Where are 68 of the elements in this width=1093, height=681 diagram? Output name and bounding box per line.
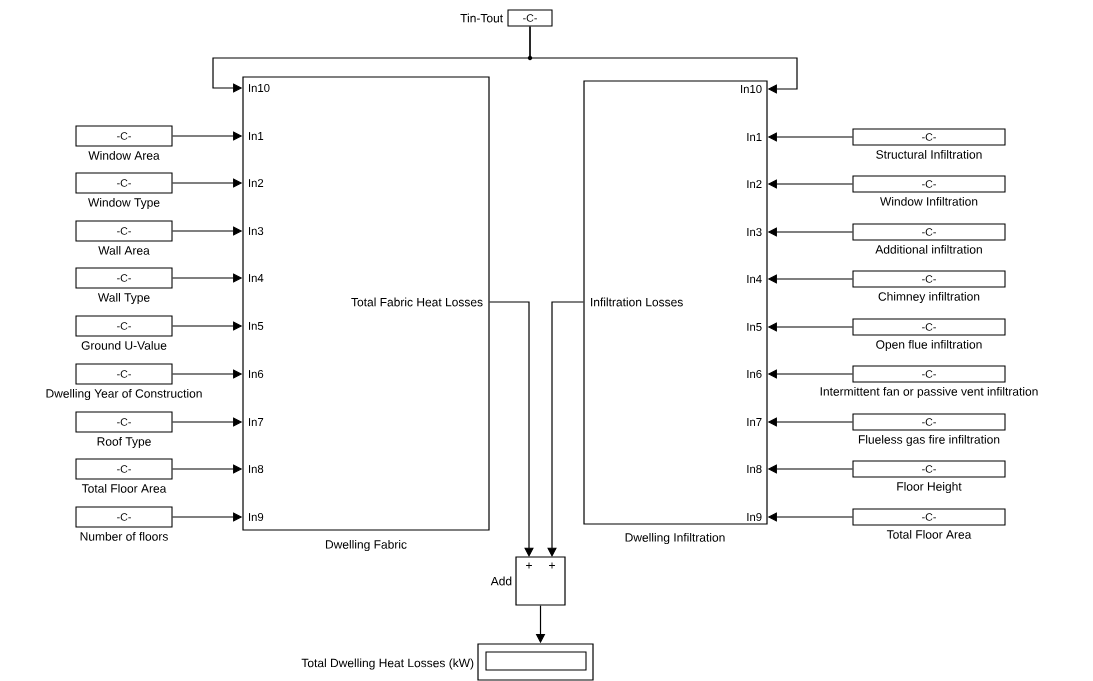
port-label: In3	[249, 227, 264, 235]
port-label: In2	[249, 179, 264, 187]
constant-block: -C-	[75, 220, 173, 242]
port-label: In2	[747, 180, 762, 188]
port-label: In8	[249, 465, 264, 473]
block-label: Total Dwelling Heat Losses (kW)	[301, 658, 474, 670]
block-label: Dwelling Fabric	[326, 539, 407, 552]
port-label: In8	[747, 465, 762, 473]
port-label: In3	[747, 228, 762, 236]
port-label: In9	[747, 513, 762, 521]
signal-line	[529, 25, 798, 94]
constant-block: -C-	[852, 413, 1006, 431]
block-label: Add	[490, 576, 512, 586]
constant-block: -C-	[75, 125, 173, 147]
block-label: Dwelling Year of Construction	[46, 388, 202, 401]
block-label: Open flue infiltration	[876, 339, 982, 352]
block-label: Window Area	[88, 150, 160, 160]
block-label: Tin-Tout	[460, 13, 503, 23]
constant-block: -C-	[75, 506, 173, 528]
block-label: Total Floor Area	[886, 529, 972, 539]
port-label: In6	[249, 370, 264, 378]
port-label: Total Fabric Heat Losses	[351, 297, 483, 307]
constant-block: -C-	[852, 270, 1006, 288]
port-label: In9	[249, 513, 264, 521]
constant-block: -C-	[852, 175, 1006, 193]
constant-block: -C-	[75, 267, 173, 289]
block-label: Wall Area	[98, 245, 150, 255]
block-label: Wall Type	[97, 292, 150, 305]
constant-block: -C-	[507, 9, 553, 27]
port-label: In4	[747, 275, 762, 283]
port-label: In5	[249, 322, 264, 330]
block-label: Floor Height	[897, 481, 962, 494]
constant-block: -C-	[852, 128, 1006, 146]
constant-block: -C-	[852, 223, 1006, 241]
port-label: In10	[249, 84, 270, 92]
block-label: Intermittent fan or passive vent infiltration	[820, 386, 1038, 399]
port-label: In1	[747, 133, 762, 141]
constant-block: -C-	[75, 172, 173, 194]
block-label: Number of floors	[80, 531, 168, 541]
port-label: Infiltration Losses	[591, 297, 683, 307]
block-label: Total Floor Area	[81, 483, 167, 493]
block-label: Dwelling Infiltration	[625, 532, 725, 545]
port-label: In10	[741, 85, 762, 93]
constant-block: -C-	[75, 411, 173, 433]
block-label: Roof Type	[97, 436, 151, 449]
constant-block: -C-	[852, 460, 1006, 478]
constant-block: -C-	[852, 318, 1006, 336]
block-label: Additional infiltration	[875, 244, 982, 254]
block-label: Structural Infiltration	[876, 149, 982, 159]
port-label: In5	[747, 323, 762, 331]
block-label: Ground U-Value	[81, 340, 167, 350]
port-label: In7	[747, 418, 762, 426]
constant-block: -C-	[75, 458, 173, 480]
block-label: Window Type	[88, 197, 160, 210]
constant-block: -C-	[75, 363, 173, 385]
constant-block: -C-	[852, 365, 1006, 383]
block-label: Flueless gas fire infiltration	[858, 434, 1000, 447]
signal-line	[547, 301, 584, 557]
port-label: In7	[249, 418, 264, 426]
port-label: In4	[249, 274, 264, 282]
block-label: Window Infiltration	[880, 196, 978, 206]
signal-line	[489, 301, 534, 557]
block-label: Chimney infiltration	[878, 291, 980, 304]
port-label: In6	[747, 370, 762, 378]
constant-block: -C-	[852, 508, 1006, 526]
constant-block: -C-	[75, 315, 173, 337]
sum-block: + +	[515, 556, 566, 606]
port-label: In1	[249, 132, 264, 140]
